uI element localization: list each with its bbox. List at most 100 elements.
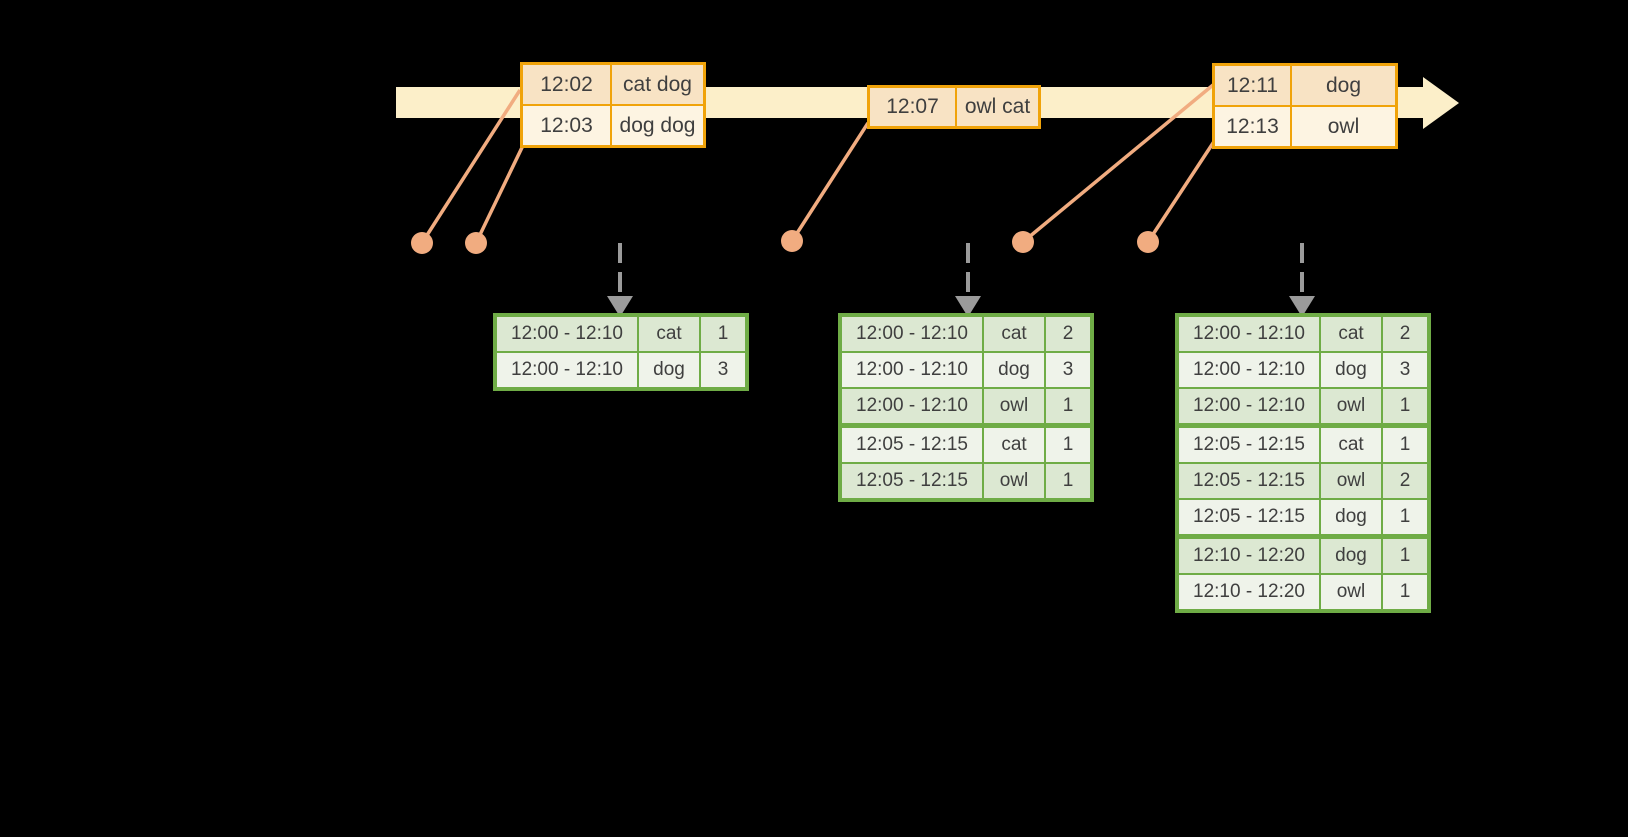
- window-cell: 12:05 - 12:15: [842, 428, 982, 462]
- word-cell: cat: [984, 317, 1044, 351]
- word-cell: cat: [1321, 428, 1381, 462]
- count-cell: 1: [1383, 575, 1427, 609]
- count-cell: 3: [1046, 353, 1090, 387]
- words-cell: owl: [1292, 107, 1395, 146]
- word-cell: owl: [1321, 575, 1381, 609]
- count-cell: 1: [1383, 539, 1427, 573]
- event-dot: [781, 230, 803, 252]
- time-cell: 12:02: [523, 65, 610, 104]
- window-cell: 12:10 - 12:20: [1179, 575, 1319, 609]
- trigger-arrows: [618, 243, 1304, 298]
- count-cell: 1: [1383, 428, 1427, 462]
- word-cell: dog: [1321, 353, 1381, 387]
- word-cell: dog: [984, 353, 1044, 387]
- words-cell: cat dog: [612, 65, 703, 104]
- word-cell: cat: [639, 317, 699, 351]
- count-cell: 3: [701, 353, 745, 387]
- window-cell: 12:00 - 12:10: [842, 353, 982, 387]
- window-cell: 12:00 - 12:10: [842, 389, 982, 423]
- leader-line: [1021, 83, 1215, 244]
- word-cell: cat: [984, 428, 1044, 462]
- event-dot: [411, 232, 433, 254]
- leader-lines: [420, 83, 1217, 244]
- word-cell: dog: [639, 353, 699, 387]
- words-cell: dog dog: [612, 106, 703, 145]
- window-cell: 12:00 - 12:10: [497, 353, 637, 387]
- time-cell: 12:11: [1215, 66, 1290, 105]
- event-dots: [411, 230, 1159, 254]
- count-cell: 1: [701, 317, 745, 351]
- leader-line: [474, 132, 531, 244]
- words-cell: dog: [1292, 66, 1395, 105]
- arrow-head-icon: [955, 296, 981, 317]
- count-cell: 2: [1383, 317, 1427, 351]
- window-cell: 12:05 - 12:15: [1179, 500, 1319, 534]
- leader-line: [1146, 139, 1217, 243]
- window-cell: 12:05 - 12:15: [1179, 464, 1319, 498]
- window-cell: 12:00 - 12:10: [1179, 317, 1319, 351]
- count-cell: 3: [1383, 353, 1427, 387]
- arrow-head-icon: [607, 296, 633, 317]
- word-cell: owl: [1321, 464, 1381, 498]
- count-cell: 1: [1046, 428, 1090, 462]
- timeline-arrowhead-icon: [1423, 77, 1459, 129]
- time-cell: 12:03: [523, 106, 610, 145]
- window-cell: 12:00 - 12:10: [497, 317, 637, 351]
- window-cell: 12:00 - 12:10: [1179, 389, 1319, 423]
- trigger-arrow-heads: [607, 296, 1315, 317]
- words-cell: owl cat: [957, 88, 1038, 126]
- count-cell: 2: [1046, 317, 1090, 351]
- word-cell: owl: [984, 389, 1044, 423]
- word-cell: dog: [1321, 500, 1381, 534]
- event-dot: [465, 232, 487, 254]
- time-cell: 12:07: [870, 88, 955, 126]
- leader-line: [420, 89, 522, 244]
- window-cell: 12:00 - 12:10: [842, 317, 982, 351]
- window-cell: 12:10 - 12:20: [1179, 539, 1319, 573]
- window-cell: 12:05 - 12:15: [842, 464, 982, 498]
- window-cell: 12:00 - 12:10: [1179, 353, 1319, 387]
- count-cell: 1: [1046, 464, 1090, 498]
- count-cell: 1: [1046, 389, 1090, 423]
- word-cell: owl: [984, 464, 1044, 498]
- count-cell: 1: [1383, 389, 1427, 423]
- window-cell: 12:05 - 12:15: [1179, 428, 1319, 462]
- count-cell: 2: [1383, 464, 1427, 498]
- event-dot: [1012, 231, 1034, 253]
- word-cell: owl: [1321, 389, 1381, 423]
- word-cell: cat: [1321, 317, 1381, 351]
- time-cell: 12:13: [1215, 107, 1290, 146]
- word-cell: dog: [1321, 539, 1381, 573]
- count-cell: 1: [1383, 500, 1427, 534]
- event-dot: [1137, 231, 1159, 253]
- arrow-head-icon: [1289, 296, 1315, 317]
